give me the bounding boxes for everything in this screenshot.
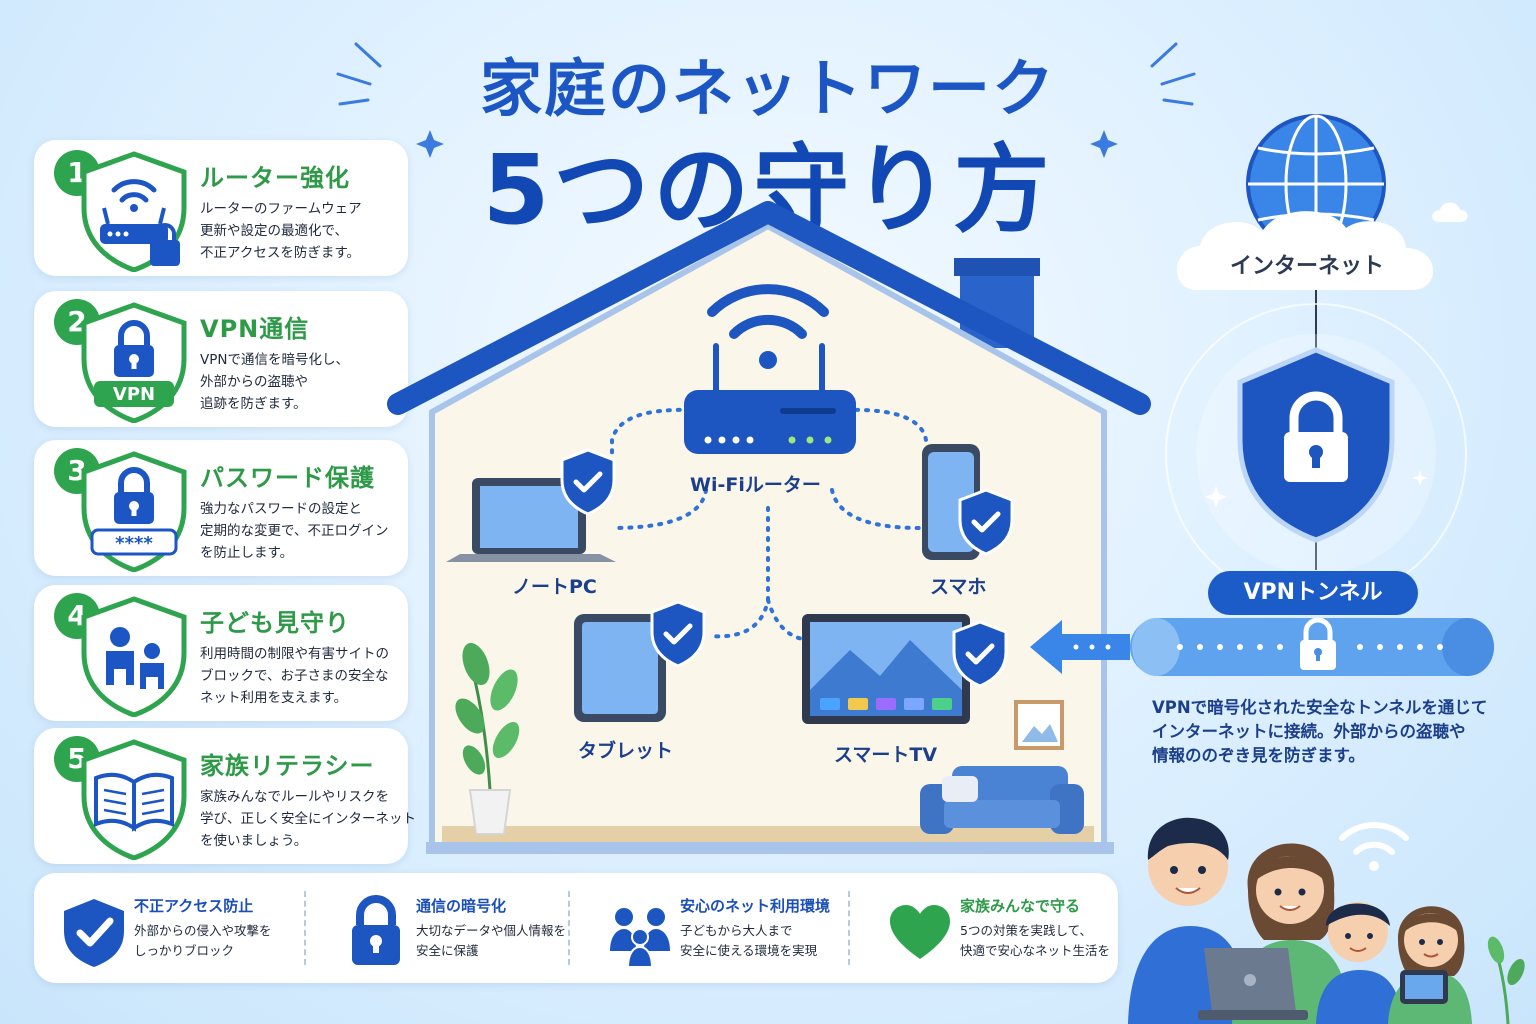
step-title: ルーター強化 [200,164,350,192]
step-card-5: 5 家族リテラシー 家族みんなでルールやリスクを学び、正しく安全にインターネット… [34,728,416,864]
laptop-label: ノートPC [512,576,597,598]
step-title: VPN通信 [200,315,310,343]
feature-title: 通信の暗号化 [416,897,507,915]
feature-family-protection: 家族みんなで守る 5つの対策を実践して、快適で安心なネット生活を [860,873,1118,983]
tunnel-arrow-left-icon [1030,620,1130,674]
tablet-device [574,614,666,722]
step-title: 家族リテラシー [200,752,375,780]
step-description: ルーターのファームウェア更新や設定の最適化で、不正アクセスを防ぎます。 [200,201,362,261]
vpn-tunnel-label: VPNトンネル [1208,571,1418,615]
smart-tv-device [802,614,970,724]
router-wifi-icon [707,284,829,339]
step-title: パスワード保護 [200,464,375,492]
laptop-device [446,478,616,562]
feature-title: 安心のネット利用環境 [680,897,831,915]
cloud-shape [1176,211,1434,290]
tablet-label: タブレット [578,740,674,762]
divider [304,891,306,965]
internet-label: インターネット [1229,254,1384,279]
step-card-4: 4 子ども見守り 利用時間の制限や有害サイトのブロックで、お子さまの安全なネット… [34,585,408,721]
feature-safe-environment: 安心のネット利用環境 子どもから大人まで安全に使える環境を実現 [580,873,850,983]
vpn-tunnel-pipe [1130,617,1494,676]
title-sparkles [336,42,1196,158]
family-illustration [1128,817,1525,1024]
step-description: 利用時間の制限や有害サイトのブロックで、お子さまの安全なネット利用を支えます。 [200,646,389,706]
router-label: Wi-Fiルーター [690,474,821,496]
book-shield-icon [81,739,187,860]
sofa-decoration [920,766,1084,834]
vpn-description: VPNで暗号化された安全なトンネルを通じてインターネットに接続。外部からの盗聴や… [1152,698,1488,765]
tv-label: スマートTV [834,744,938,766]
phone-check-shield-icon [958,488,1014,556]
password-lock-shield-icon: **** [81,451,187,572]
divider [568,891,570,965]
tv-check-shield-icon [952,620,1008,688]
house-roof [387,201,1151,415]
feature-description: 大切なデータや個人情報を安全に保護 [416,923,567,958]
family-shield-icon [81,596,187,717]
plant-decoration [455,642,520,835]
family-laptop-icon [1198,948,1308,1020]
girl-figure [1388,906,1472,1024]
vpn-badge-text: VPN [113,384,155,405]
boy-figure [1316,902,1402,1024]
step-description: VPNで通信を暗号化し、外部からの盗聴や追跡を防ぎます。 [200,352,349,412]
vpn-lock-shield-icon: VPN [81,302,187,423]
family-group-icon [610,908,670,968]
feature-encryption: 通信の暗号化 大切なデータや個人情報を安全に保護 [316,873,586,983]
check-shield-icon [64,899,124,967]
family-tablet-icon [1400,970,1448,1004]
feature-description: 子どもから大人まで安全に使える環境を実現 [680,923,818,958]
step-card-3: 3 **** パスワード保護 強力なパスワードの設定と定期的な変更で、不正ログイ… [34,440,408,576]
divider [848,891,850,965]
heart-icon [890,905,950,959]
vpn-lock-shield-icon [1237,347,1395,543]
wall-picture-decoration [1014,700,1064,750]
router-lock-shield-icon [81,151,187,272]
step-card-2: 2 VPN VPN通信 VPNで通信を暗号化し、外部からの盗聴や追跡を防ぎます。 [34,291,408,427]
step-card-1: 1 ルーター強化 ルーターのファームウェア更新や設定の最適化で、不正アクセスを防… [34,140,408,276]
feature-title: 不正アクセス防止 [134,897,254,915]
step-description: 強力なパスワードの設定と定期的な変更で、不正ログインを防止します。 [200,501,389,561]
step-description: 家族みんなでルールやリスクを学び、正しく安全にインターネットを使いましょう。 [200,789,416,849]
lock-icon [352,895,400,965]
page-title: 家庭のネットワーク [479,52,1056,125]
laptop-check-shield-icon [560,448,616,516]
feature-description: 5つの対策を実践して、快適で安心なネット生活を [960,923,1111,958]
wifi-router [684,343,856,454]
password-badge-text: **** [115,533,153,554]
feature-bar: 不正アクセス防止 外部からの侵入や攻撃をしっかりブロック 通信の暗号化 大切なデ… [34,873,1118,983]
feature-title: 家族みんなで守る [960,897,1081,915]
feature-unauthorized-access: 不正アクセス防止 外部からの侵入や攻撃をしっかりブロック [34,873,304,983]
step-title: 子ども見守り [200,609,350,637]
tablet-check-shield-icon [650,600,706,668]
phone-label: スマホ [930,576,987,598]
feature-description: 外部からの侵入や攻撃をしっかりブロック [134,923,272,958]
family-wifi-icon [1339,822,1409,855]
